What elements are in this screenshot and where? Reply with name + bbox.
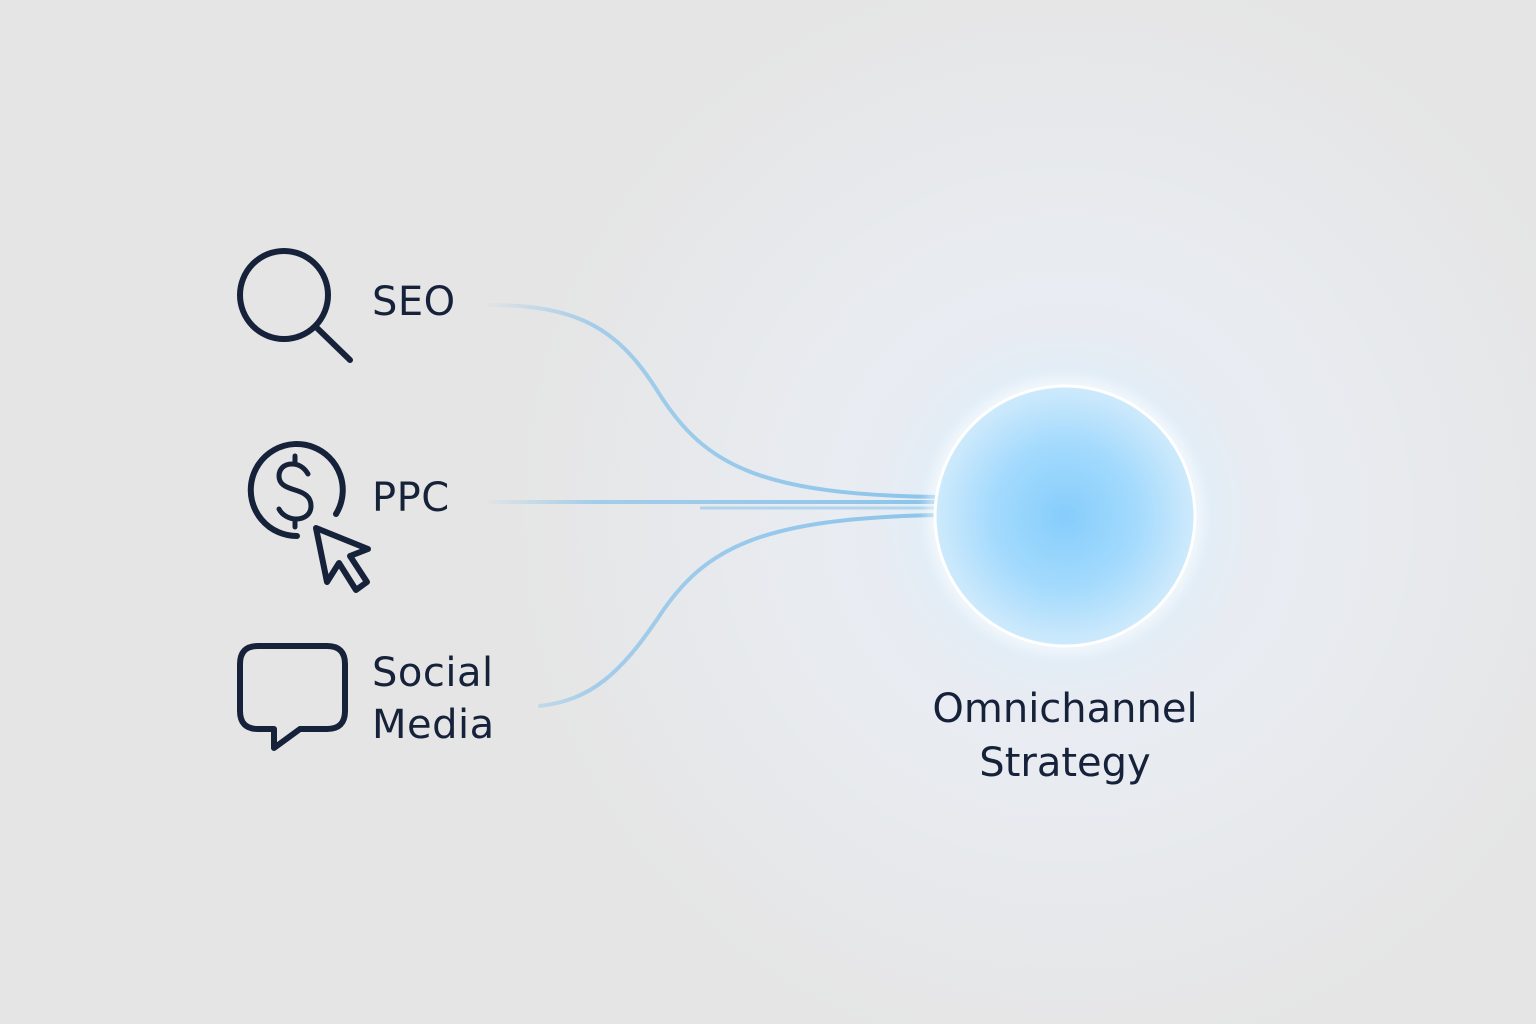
channel-label-social-line-2: Media xyxy=(372,702,495,748)
hub-label-line-1: Omnichannel xyxy=(932,686,1198,732)
speech-bubble-icon xyxy=(237,643,348,751)
hub-circle xyxy=(933,384,1197,648)
hub-label-line-2: Strategy xyxy=(979,740,1151,786)
hub-label: Omnichannel Strategy xyxy=(915,682,1215,790)
magnifier-icon xyxy=(237,248,353,363)
dollar-cursor-icon xyxy=(247,441,371,593)
channel-label-ppc: PPC xyxy=(372,475,450,521)
hub-ring-glow xyxy=(929,380,1201,652)
channel-label-social-media: Social Media xyxy=(372,647,495,751)
channel-label-seo: SEO xyxy=(372,279,456,325)
channel-label-social-line-1: Social xyxy=(372,650,494,696)
connector-seo xyxy=(488,303,942,499)
connector-social xyxy=(538,513,942,708)
